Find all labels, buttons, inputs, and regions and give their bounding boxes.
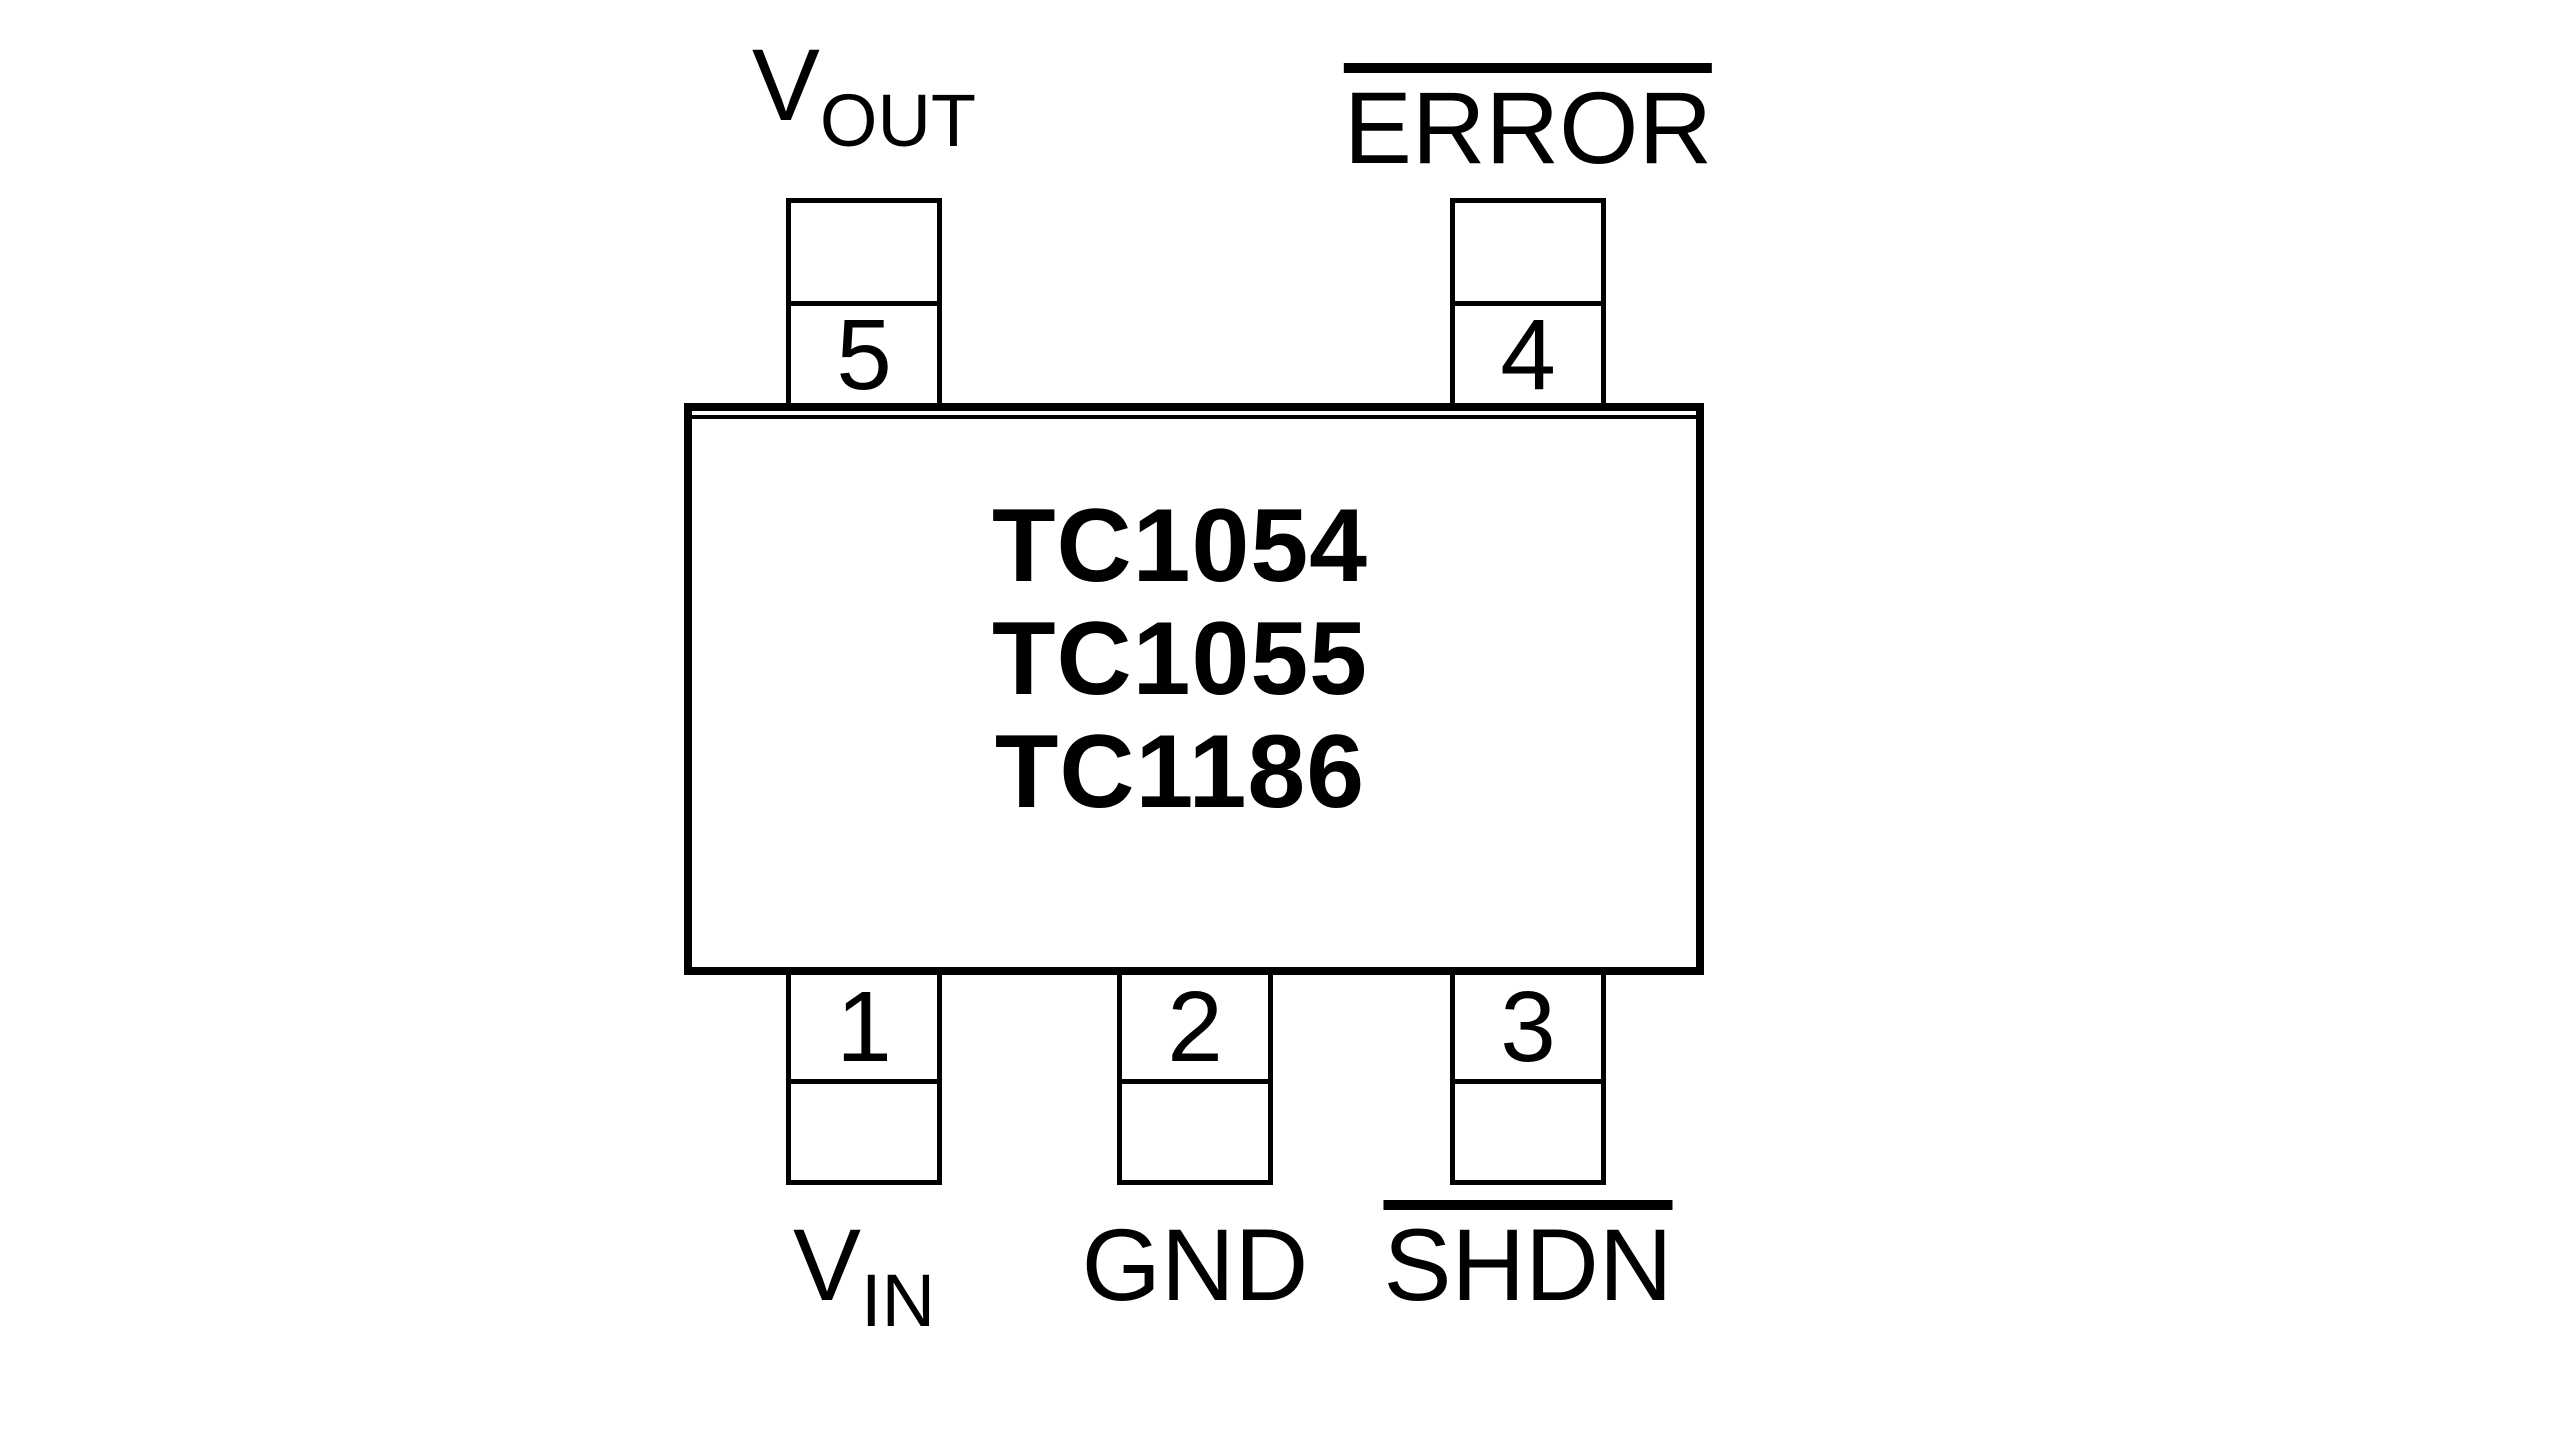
part-number-line-2: TC1055 bbox=[992, 601, 1368, 717]
pin1-label-subscript: IN bbox=[861, 1259, 936, 1342]
pin5-label-subscript: OUT bbox=[819, 79, 977, 162]
pin4-number: 4 bbox=[1500, 298, 1556, 411]
pin1-label-vin: VIN bbox=[793, 1214, 935, 1338]
pin1-label-base: V bbox=[792, 1208, 862, 1322]
pin5-lead-segment bbox=[791, 203, 937, 306]
pin3-number: 3 bbox=[1455, 975, 1601, 1084]
part-numbers: TC1054 TC1055 TC1186 bbox=[678, 490, 1682, 829]
pin4-box: 4 bbox=[1450, 198, 1606, 411]
pin2-box: 2 bbox=[1117, 975, 1273, 1185]
pin4-lead-segment bbox=[1455, 203, 1601, 306]
ic-package-body: TC1054 TC1055 TC1186 bbox=[684, 403, 1704, 975]
pin5-label-base: V bbox=[751, 28, 820, 142]
pin1-number: 1 bbox=[791, 975, 937, 1084]
pin2-number: 2 bbox=[1122, 975, 1268, 1084]
part-number-line-3: TC1186 bbox=[994, 714, 1366, 830]
pin1-box: 1 bbox=[786, 975, 942, 1185]
pin4-label-error: ERROR bbox=[1343, 63, 1713, 179]
pin3-lead-segment bbox=[1455, 1084, 1601, 1180]
pin3-label-shdn: SHDN bbox=[1383, 1200, 1673, 1316]
pin2-label-gnd: GND bbox=[1082, 1214, 1309, 1316]
pin1-lead-segment bbox=[791, 1084, 937, 1180]
pin5-label-vout: VOUT bbox=[752, 34, 976, 158]
pin3-label-overlined-text: SHDN bbox=[1383, 1200, 1673, 1316]
part-number-line-1: TC1054 bbox=[992, 488, 1368, 604]
pin5-number: 5 bbox=[836, 298, 892, 411]
body-top-inner-line bbox=[692, 415, 1696, 419]
pin3-box: 3 bbox=[1450, 975, 1606, 1185]
pin2-lead-segment bbox=[1122, 1084, 1268, 1180]
pin5-box: 5 bbox=[786, 198, 942, 411]
pin2-label-text: GND bbox=[1081, 1208, 1309, 1322]
pin4-label-overlined-text: ERROR bbox=[1343, 63, 1713, 179]
